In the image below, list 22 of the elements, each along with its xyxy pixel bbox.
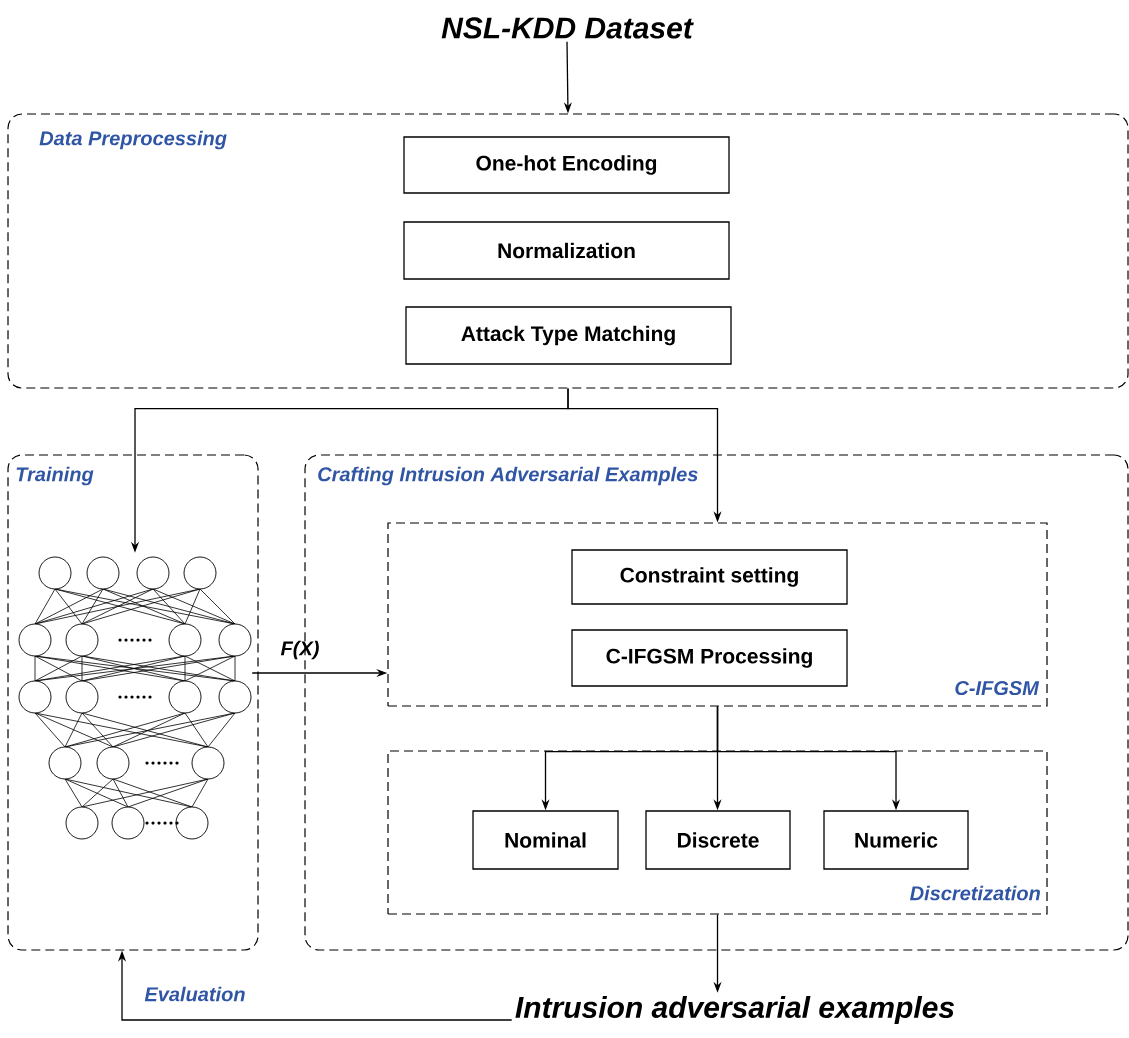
panel-heading: Discretization [910,885,1040,901]
process-box: Constraint setting [571,549,848,605]
process-box: Discrete [645,810,791,870]
process-box: Attack Type Matching [405,306,732,365]
process-box: Numeric [823,810,969,870]
panel-heading: Crafting Intrusion Adversarial Examples [318,466,698,486]
process-box: Nominal [472,810,619,870]
heading-text: NSL-KDD Dataset [441,17,694,39]
neural-network-drawing [18,556,252,840]
dashed-panel [387,750,1048,915]
heading-text: Intrusion adversarial examples [515,996,955,1024]
panel-heading: C-IFGSM [955,680,1040,696]
process-box: C-IFGSM Processing [571,629,848,687]
dashed-panel [387,522,1048,707]
dashed-panel [7,113,1129,389]
panel-heading: Training [16,466,94,486]
process-box: Normalization [403,221,730,280]
dashed-panel [7,454,259,951]
edge-label: Evaluation [144,986,245,1002]
process-box: One-hot Encoding [403,136,730,194]
panel-heading: Data Preprocessing [39,130,227,150]
edge-label: F(X) [280,640,319,660]
